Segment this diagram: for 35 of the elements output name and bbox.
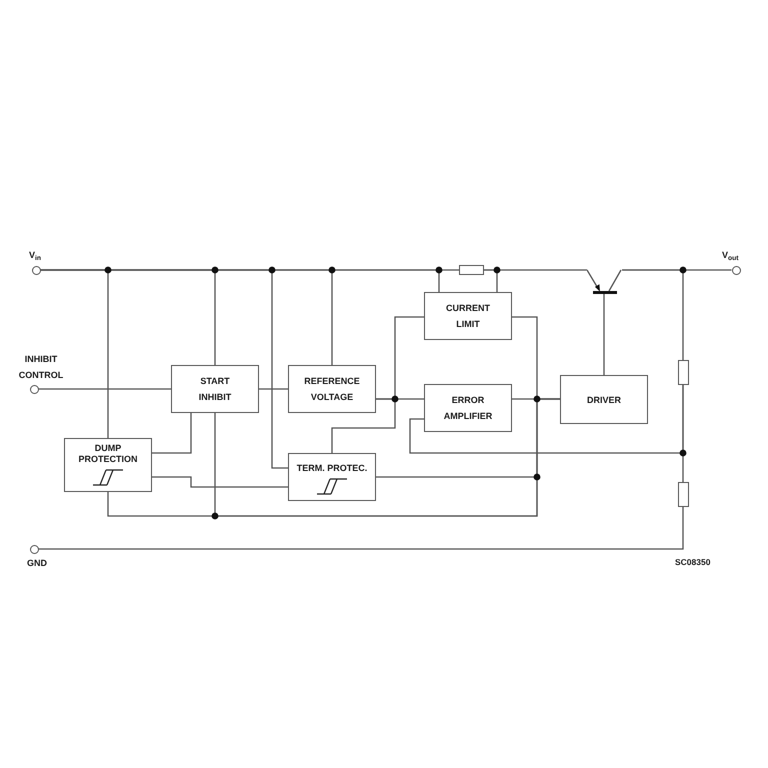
wire: [38, 507, 684, 550]
block-label: START INHIBIT: [198, 375, 232, 404]
function-block: [288, 453, 376, 501]
wire: [152, 413, 192, 454]
block-label: REFERENCE VOLTAGE: [303, 375, 361, 404]
wire: [214, 398, 560, 517]
wire: [622, 269, 684, 360]
resistor-symbol: [459, 265, 484, 275]
block-label: DRIVER: [586, 394, 621, 406]
wire: [409, 385, 684, 454]
resistor-symbol: [678, 360, 689, 385]
block-label: DUMP PROTECTION: [77, 443, 138, 465]
wire: [603, 294, 605, 375]
wire: [259, 388, 288, 390]
function-block: [424, 292, 512, 340]
function-block: [424, 384, 512, 432]
resistor-symbol: [678, 482, 689, 507]
function-block: [288, 365, 376, 413]
block-label: TERM. PROTEC.: [296, 463, 368, 474]
wire: [331, 398, 396, 453]
terminal-label: INHIBIT CONTROL: [18, 353, 64, 382]
wire: [40, 269, 459, 271]
function-block: [171, 365, 259, 413]
drawing-number: SC08350: [675, 556, 710, 569]
wire: [38, 388, 171, 390]
function-block: [64, 438, 152, 492]
function-block: [560, 375, 648, 424]
wire: [152, 476, 288, 488]
terminal-label: V$_{in}$: [29, 249, 42, 262]
terminal-label: V$_{out}$: [722, 249, 739, 262]
block-label: ERROR AMPLIFIER: [442, 394, 494, 423]
transistor-symbol: [587, 269, 622, 294]
block-label: CURRENT LIMIT: [445, 302, 491, 331]
wire: [484, 269, 587, 271]
terminal-label: GND: [27, 557, 47, 570]
